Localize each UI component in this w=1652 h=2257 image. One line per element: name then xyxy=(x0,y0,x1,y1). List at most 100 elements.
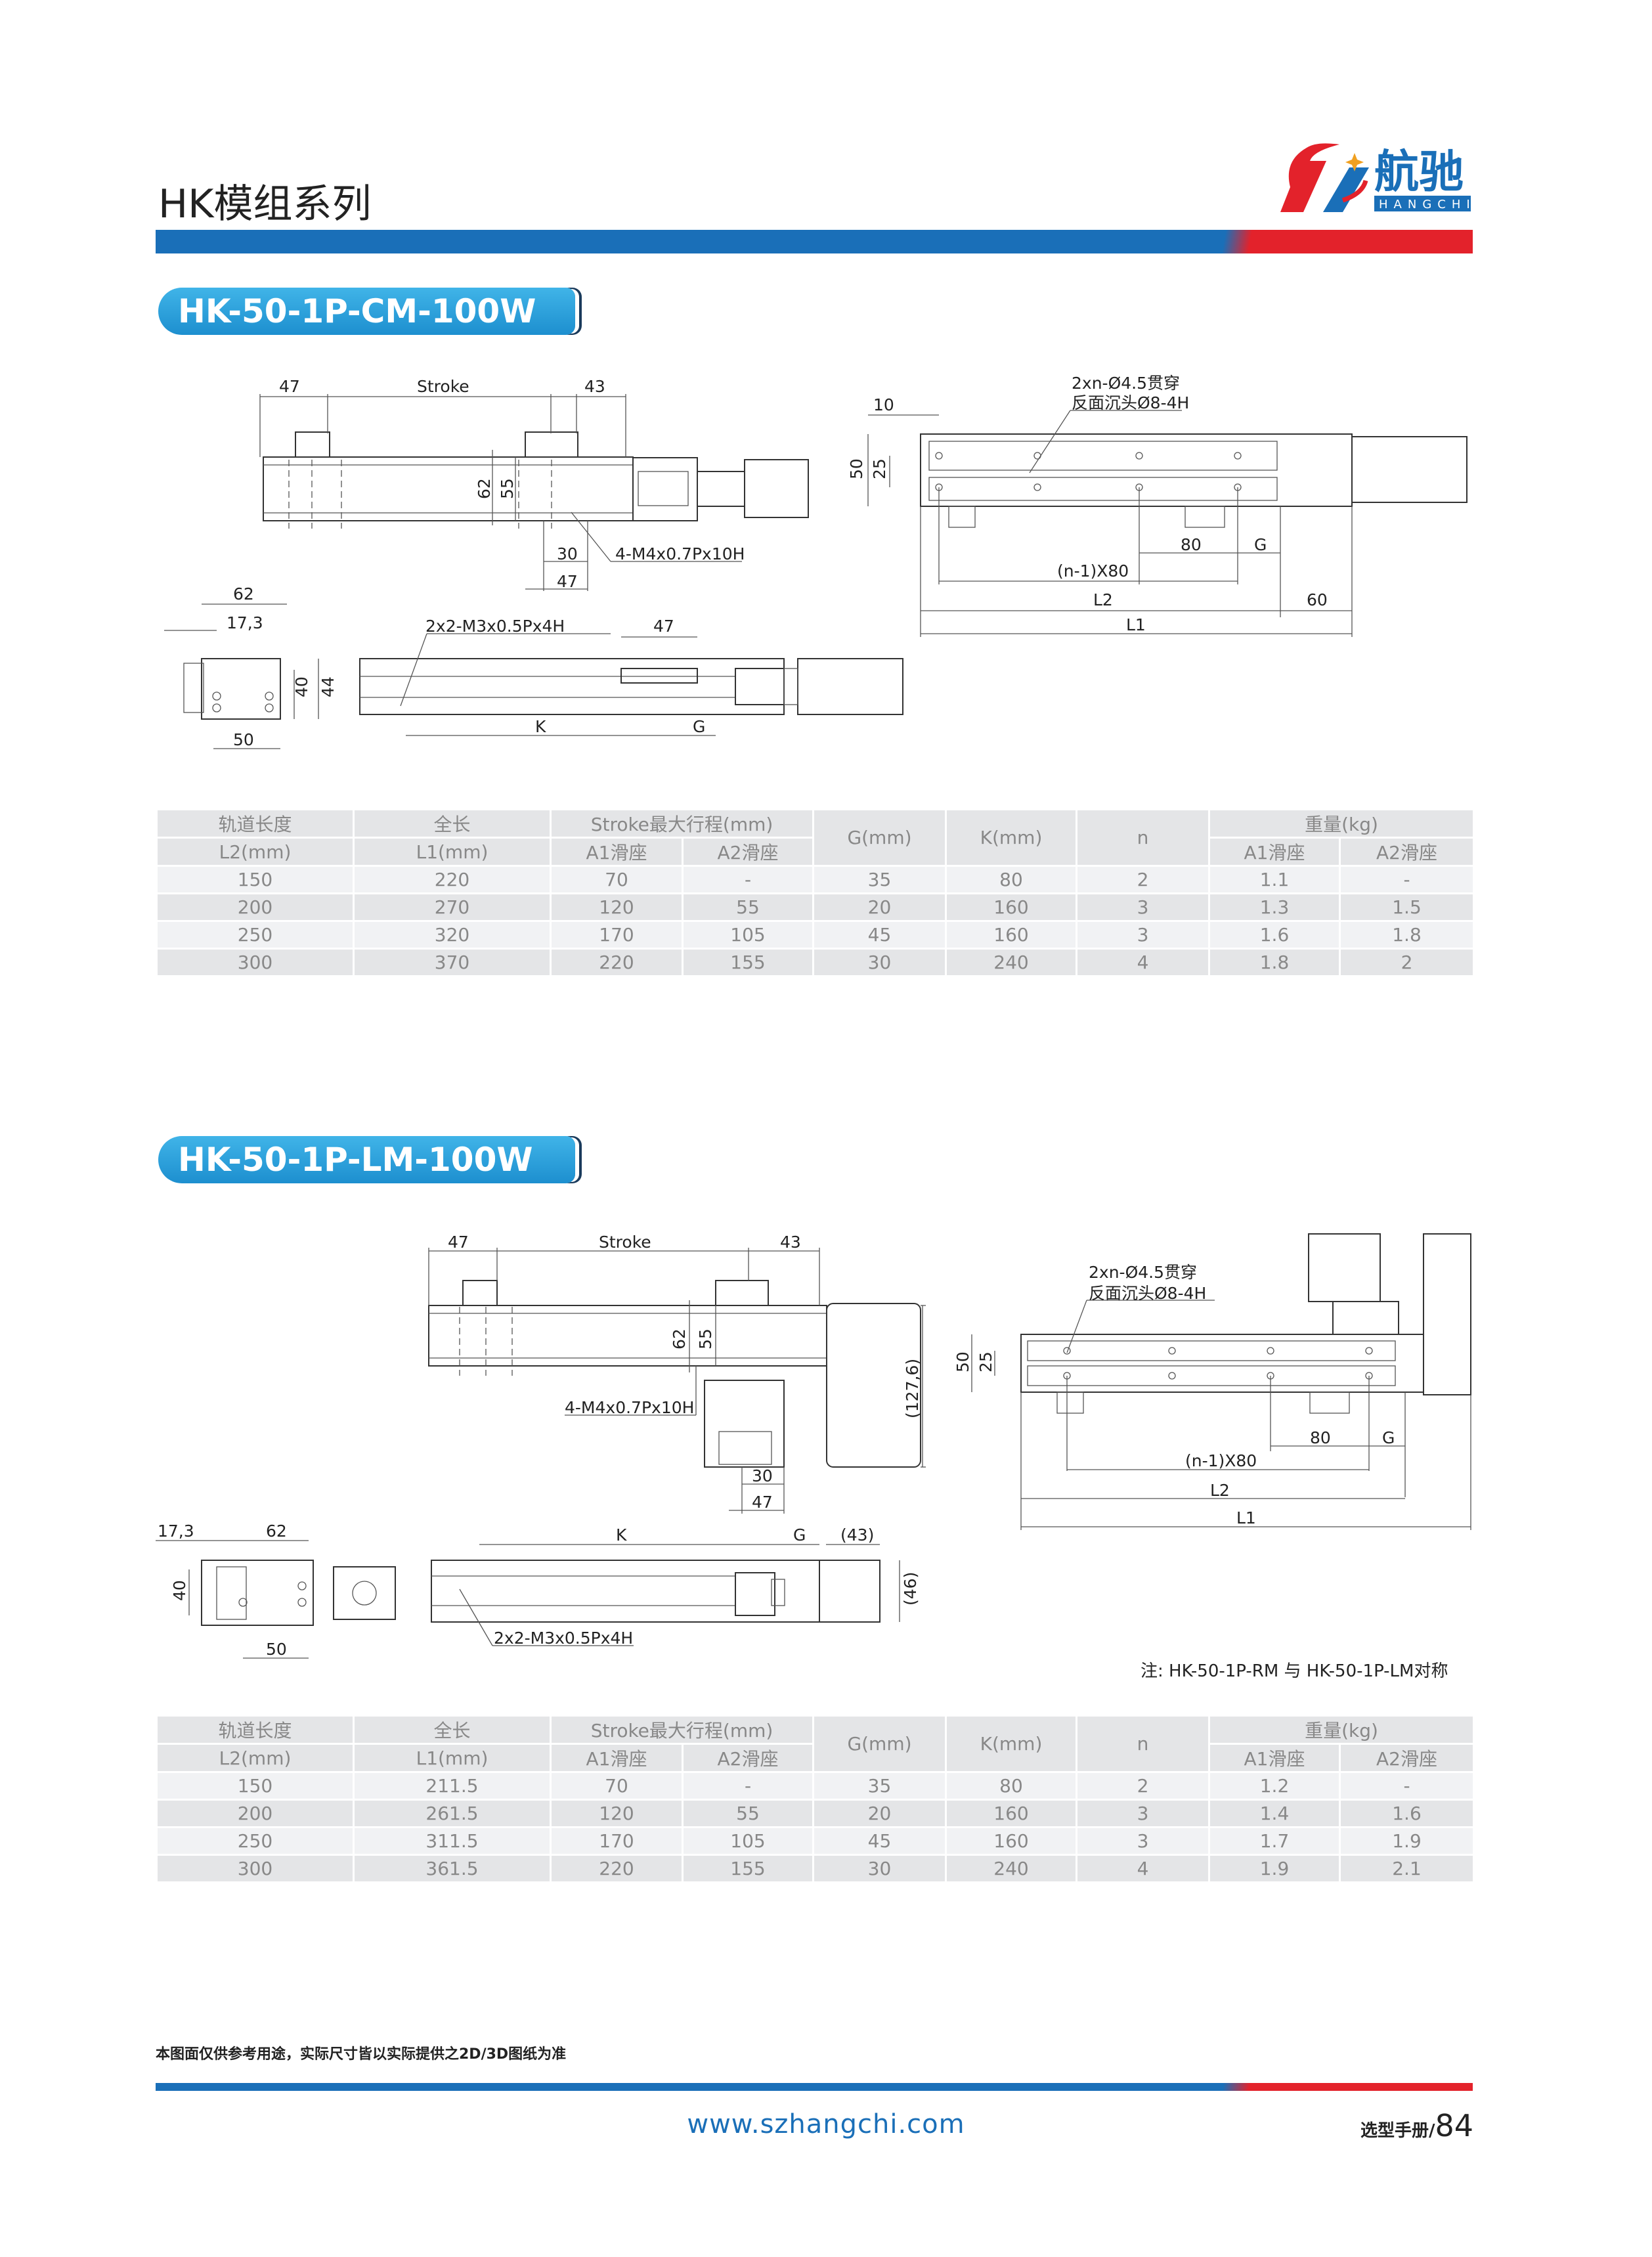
dim: K xyxy=(616,1525,627,1545)
thread-label: 2x2-M3x0.5Px4H xyxy=(425,617,565,636)
table-cell: 300 xyxy=(156,948,355,977)
dim: 62 xyxy=(266,1522,287,1541)
table-cell: 155 xyxy=(682,948,814,977)
dim: 25 xyxy=(976,1351,995,1372)
table-header-cell: n xyxy=(1076,808,1210,867)
dim: (43) xyxy=(840,1525,874,1545)
table-header-cell: L1(mm) xyxy=(353,837,552,867)
table-header-cell: A2滑座 xyxy=(682,837,814,867)
table-cell: 30 xyxy=(812,1854,947,1883)
dim: 17,3 xyxy=(227,613,263,632)
table-cell: 1.1 xyxy=(1208,865,1341,894)
cm-side-view: 2xn-Ø4.5贯穿 反面沉头Ø8-4H 10 50 25 80 G (n-1)… xyxy=(847,374,1467,637)
table-header-cell: G(mm) xyxy=(812,1715,947,1773)
table-cell: 160 xyxy=(945,920,1077,950)
table-cell: 20 xyxy=(812,892,947,922)
dim: 62 xyxy=(670,1328,689,1349)
dim: G xyxy=(1382,1428,1395,1447)
table-cell: 3 xyxy=(1076,1799,1210,1828)
lm-end-view: 17,3 62 40 50 xyxy=(156,1522,396,1659)
table-header-cell: A2滑座 xyxy=(1339,1743,1475,1773)
symmetry-note: 注: HK-50-1P-RM 与 HK-50-1P-LM对称 xyxy=(1141,1661,1448,1681)
table-cell: 250 xyxy=(156,920,355,950)
dim: (127,6) xyxy=(903,1359,922,1418)
table-header-cell: A1滑座 xyxy=(550,1743,684,1773)
table-cell: 1.4 xyxy=(1208,1799,1341,1828)
table-cell: 320 xyxy=(353,920,552,950)
table-cell: 270 xyxy=(353,892,552,922)
table-cell: 2 xyxy=(1076,865,1210,894)
cm-top-view: 47 Stroke 43 62 55 30 47 4-M4x0.7Px10H xyxy=(259,377,809,591)
table-cell: 55 xyxy=(682,892,814,922)
table-header-cell: 重量(kg) xyxy=(1208,808,1475,839)
thread-label: 2x2-M3x0.5Px4H xyxy=(494,1629,633,1648)
table-cell: 3 xyxy=(1076,920,1210,950)
table-cell: 1.6 xyxy=(1339,1799,1475,1828)
cm-front-view: 2x2-M3x0.5Px4H 47 K G xyxy=(359,617,903,736)
dim: L2 xyxy=(1093,590,1113,609)
table-header-cell: Stroke最大行程(mm) xyxy=(550,1715,814,1745)
dim: L2 xyxy=(1210,1481,1230,1500)
table-cell: 160 xyxy=(945,1799,1077,1828)
dim: 50 xyxy=(953,1351,972,1372)
table-header-cell: K(mm) xyxy=(945,1715,1077,1773)
table-cell: 55 xyxy=(682,1799,814,1828)
lm-front-view: K G (43) (46) 2x2-M3x0.5Px4H xyxy=(431,1525,920,1648)
dim: 60 xyxy=(1307,590,1328,609)
hole-label: 反面沉头Ø8-4H xyxy=(1089,1284,1206,1303)
dim: 47 xyxy=(448,1233,469,1252)
table-cell: 155 xyxy=(682,1854,814,1883)
table-cell: 150 xyxy=(156,1771,355,1801)
dim: 25 xyxy=(870,458,889,479)
table-cell: 1.7 xyxy=(1208,1826,1341,1856)
dim: 43 xyxy=(584,377,605,396)
table-header-cell: 重量(kg) xyxy=(1208,1715,1475,1745)
table-cell: 105 xyxy=(682,920,814,950)
hangchi-logo: 航驰 HANGCHI xyxy=(1280,143,1471,212)
dim: Stroke xyxy=(599,1233,651,1252)
table-cell: 150 xyxy=(156,865,355,894)
table-cell: 1.8 xyxy=(1208,948,1341,977)
hole-label: 反面沉头Ø8-4H xyxy=(1072,393,1189,412)
table-cell: 70 xyxy=(550,1771,684,1801)
table-cell: - xyxy=(1339,1771,1475,1801)
table-header-cell: L1(mm) xyxy=(353,1743,552,1773)
table-cell: 200 xyxy=(156,1799,355,1828)
table-cell: 1.2 xyxy=(1208,1771,1341,1801)
table-cell: 240 xyxy=(945,948,1077,977)
table-cell: 170 xyxy=(550,920,684,950)
hole-label: 2xn-Ø4.5贯穿 xyxy=(1072,374,1180,393)
table-cell: 80 xyxy=(945,865,1077,894)
dim: 80 xyxy=(1181,535,1202,554)
dim: 17,3 xyxy=(158,1522,194,1541)
table-cell: 105 xyxy=(682,1826,814,1856)
table-cell: 70 xyxy=(550,865,684,894)
dim: 47 xyxy=(752,1493,773,1512)
table-cell: 220 xyxy=(353,865,552,894)
table-header-cell: 轨道长度 xyxy=(156,808,355,839)
thread-label: 4-M4x0.7Px10H xyxy=(615,544,745,563)
thread-label: 4-M4x0.7Px10H xyxy=(565,1398,694,1417)
table-cell: 120 xyxy=(550,892,684,922)
dim: 50 xyxy=(266,1640,287,1659)
table-cell: 160 xyxy=(945,1826,1077,1856)
table-cell: 211.5 xyxy=(353,1771,552,1801)
dim: Stroke xyxy=(417,377,469,396)
table-header-cell: 全长 xyxy=(353,808,552,839)
table-cell: 170 xyxy=(550,1826,684,1856)
dim: 10 xyxy=(873,395,894,414)
section-title-cm: HK-50-1P-CM-100W xyxy=(158,288,575,335)
table-cell: 200 xyxy=(156,892,355,922)
table-cell: 1.8 xyxy=(1339,920,1475,950)
website-link[interactable]: www.szhangchi.com xyxy=(687,2109,965,2139)
table-cell: - xyxy=(682,1771,814,1801)
table-header-cell: 全长 xyxy=(353,1715,552,1745)
table-header-cell: Stroke最大行程(mm) xyxy=(550,808,814,839)
dim: 50 xyxy=(847,458,866,479)
dim: 40 xyxy=(170,1580,189,1601)
